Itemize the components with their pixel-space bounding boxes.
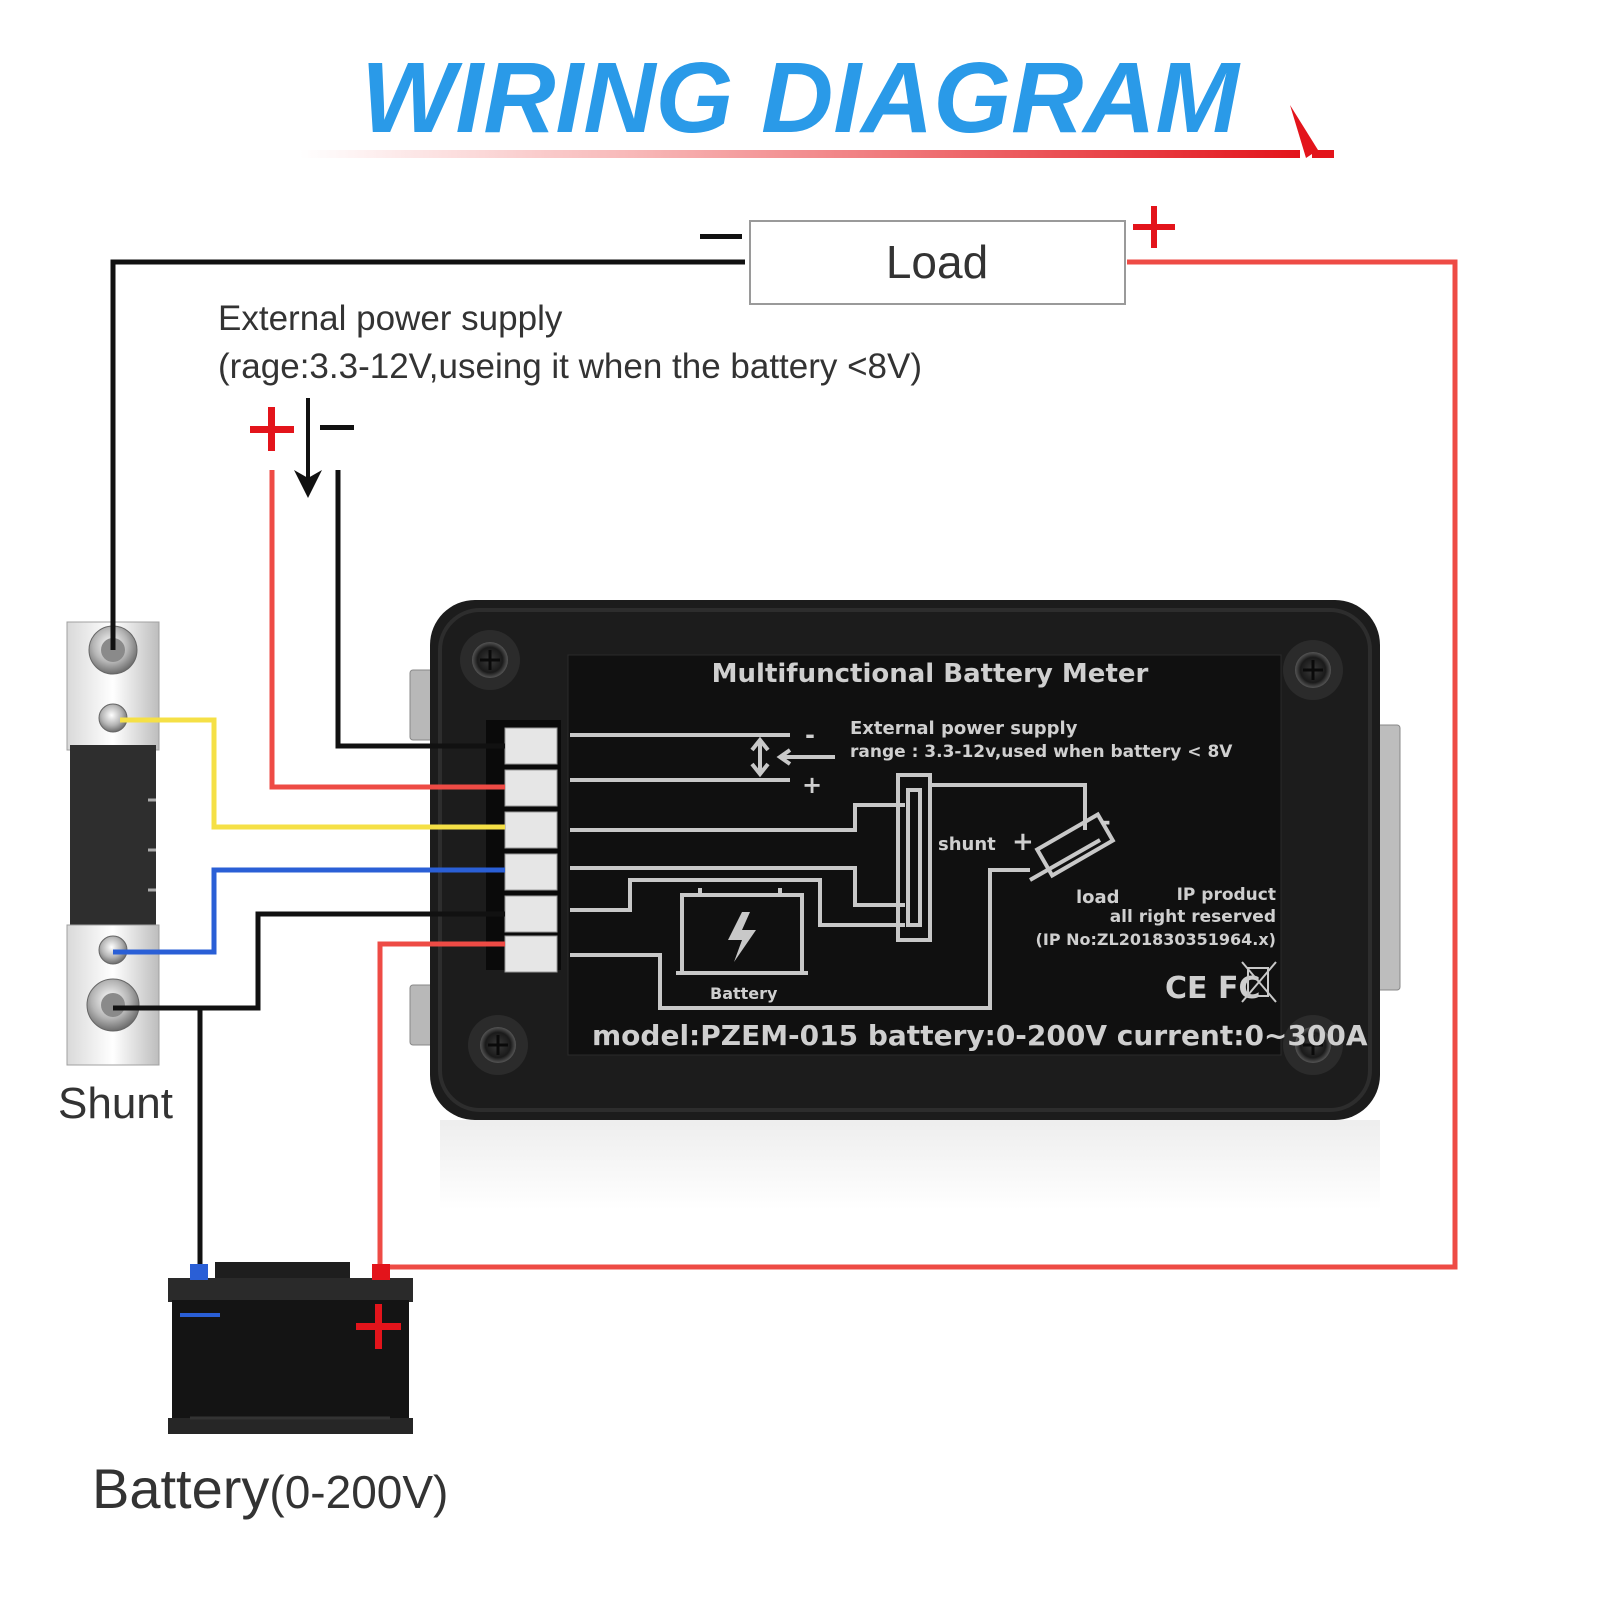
meter-screw-top-left	[460, 630, 520, 690]
wire-battery-sense	[377, 941, 505, 1267]
meter-screw-bottom-right	[1283, 1015, 1343, 1075]
load-label: Load	[886, 236, 988, 288]
wires	[110, 259, 1458, 1278]
meter-minus: -	[805, 721, 815, 749]
battery-label-range: (0-200V)	[269, 1466, 448, 1518]
title-underline-arrow	[1290, 105, 1318, 158]
meter-plus: +	[802, 771, 822, 799]
meter-ext-line2: range : 3.3-12v,used when battery < 8V	[850, 742, 1233, 762]
battery-lid	[168, 1278, 413, 1302]
wire-ext-positive	[269, 470, 505, 790]
meter-screw-bottom-left	[468, 1015, 528, 1075]
load-box	[749, 220, 1126, 305]
meter-load-label: load	[1076, 887, 1120, 908]
wire-shunt-ground	[113, 911, 505, 1011]
meter-load-plus: +	[1012, 827, 1034, 857]
shunt-label: Shunt	[58, 1079, 173, 1128]
meter-ext-line1: External power supply	[850, 718, 1078, 739]
meter-load-minus: -	[1100, 807, 1111, 837]
external-supply-line2: (rage:3.3-12V,useing it when the battery…	[218, 347, 922, 386]
meter-heading: Multifunctional Battery Meter	[712, 659, 1149, 689]
meter-shunt-label: shunt	[938, 834, 996, 855]
title-underline	[300, 150, 1300, 158]
wire-shunt-sense-blue	[113, 867, 505, 955]
meter-ip-line2: all right reserved	[1110, 907, 1276, 927]
external-negative-sign	[320, 425, 354, 430]
meter-screw-top-right	[1283, 640, 1343, 700]
battery-case	[172, 1300, 409, 1418]
meter-ip-line3: (IP No:ZL201830351964.x)	[1036, 930, 1276, 949]
battery-label: Battery(0-200V)	[92, 1457, 448, 1520]
meter-cert-marks: CE FC	[1165, 971, 1260, 1006]
external-supply-line1: External power supply	[218, 299, 563, 338]
wire-ext-negative	[335, 470, 505, 749]
meter-reflection	[440, 1120, 1380, 1210]
title-underline-tip	[1312, 150, 1334, 158]
meter-printed-schematic	[570, 733, 1116, 1010]
external-supply-arrow	[294, 398, 322, 498]
terminal-pins	[504, 727, 558, 973]
meter-battery-label: Battery	[710, 984, 778, 1003]
battery-positive-terminal	[372, 1264, 390, 1280]
meter-battery-bolt	[728, 912, 756, 962]
wire-load-negative	[110, 259, 745, 650]
load-positive-sign	[1133, 206, 1175, 248]
weee-bin-icon	[1241, 961, 1277, 1003]
battery	[168, 1262, 413, 1434]
load-negative-sign	[700, 234, 742, 239]
meter-ip-line1: IP product	[1177, 885, 1276, 905]
shunt-resistor-bar	[70, 745, 156, 930]
meter-bezel	[438, 608, 1372, 1112]
page-title: WIRING DIAGRAM	[361, 42, 1241, 154]
meter-model-line: model:PZEM-015 battery:0-200V current:0~…	[592, 1019, 1368, 1052]
battery-negative-sign	[180, 1313, 220, 1317]
wire-shunt-sense-yellow	[120, 717, 505, 830]
shunt	[66, 621, 160, 1066]
battery-positive-sign	[356, 1304, 401, 1349]
external-positive-sign	[250, 407, 294, 451]
meter-label-panel	[567, 654, 1282, 1056]
battery-negative-terminal	[190, 1264, 208, 1280]
battery-label-name: Battery	[92, 1457, 269, 1520]
